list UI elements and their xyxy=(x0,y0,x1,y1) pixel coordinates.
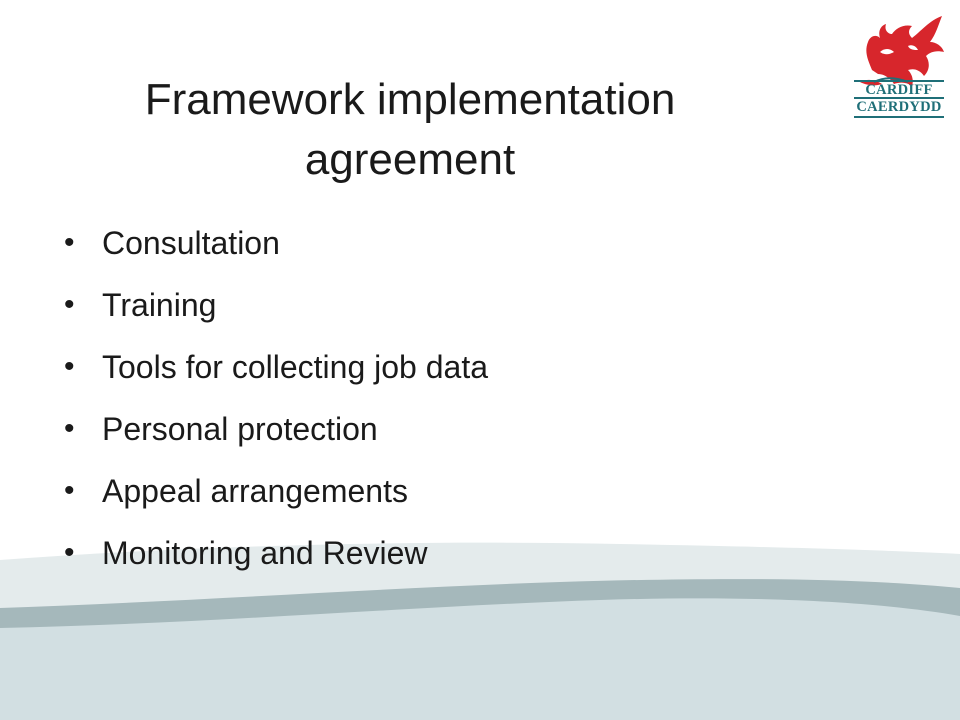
background-waves xyxy=(0,542,960,720)
logo-text-caerdydd: CAERDYDD xyxy=(856,99,942,115)
bullet-text: Consultation xyxy=(102,225,280,261)
logo-rule-top xyxy=(854,80,944,82)
logo-rule-bottom xyxy=(854,116,944,118)
bullet-text: Personal protection xyxy=(102,411,378,447)
wave-front xyxy=(0,598,960,720)
bullet-item: • Personal protection xyxy=(60,398,488,460)
bullet-text: Appeal arrangements xyxy=(102,473,408,509)
bullet-dot: • xyxy=(64,536,75,569)
bullet-text: Training xyxy=(102,287,217,323)
bullet-dot: • xyxy=(64,474,75,507)
bullet-item: • Monitoring and Review xyxy=(60,522,488,584)
title-line-1: Framework implementation xyxy=(144,75,676,124)
bullet-list: • Consultation • Training • Tools for co… xyxy=(60,212,488,584)
bullet-item: • Training xyxy=(60,274,488,336)
logo-text-cardiff: CARDIFF xyxy=(865,82,933,98)
bullet-dot: • xyxy=(64,226,75,259)
logo-rule-middle xyxy=(854,97,944,99)
title-line-2: agreement xyxy=(304,135,516,184)
bullet-item: • Tools for collecting job data xyxy=(60,336,488,398)
bullet-item: • Appeal arrangements xyxy=(60,460,488,522)
bullet-dot: • xyxy=(64,350,75,383)
bullet-dot: • xyxy=(64,288,75,321)
bullet-text: Monitoring and Review xyxy=(102,535,428,571)
bullet-text: Tools for collecting job data xyxy=(102,349,488,385)
bullet-item: • Consultation xyxy=(60,212,488,274)
slide-title: Framework implementation agreement xyxy=(40,70,780,190)
bullet-dot: • xyxy=(64,412,75,445)
